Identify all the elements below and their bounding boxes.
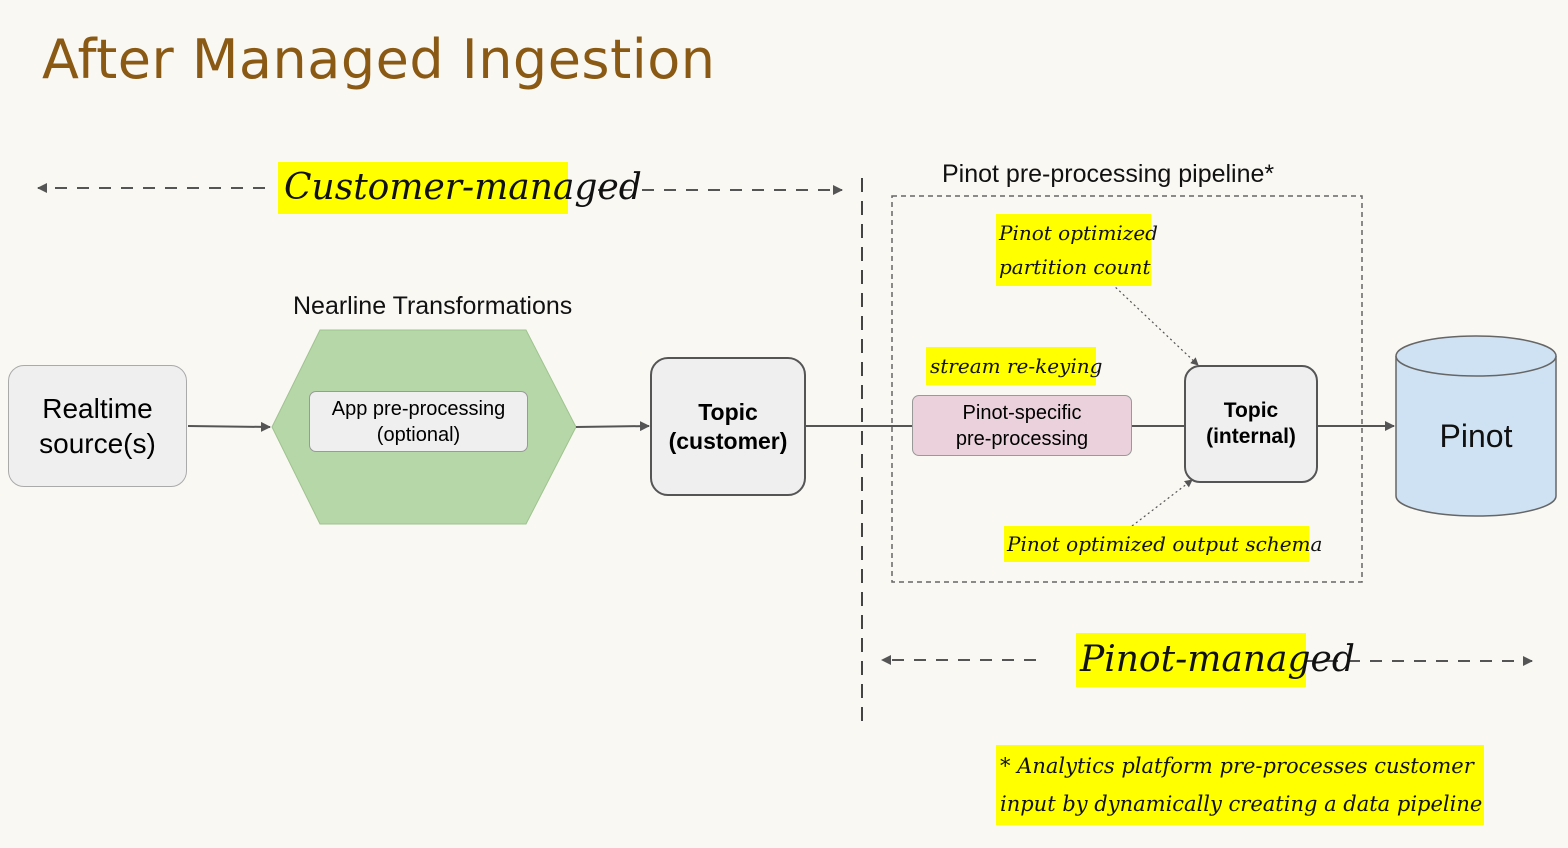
realtime-source-node: Realtime source(s)	[8, 365, 187, 487]
arrow-nearline-to-topic	[575, 421, 650, 432]
arrow-source-to-nearline	[187, 421, 271, 432]
partition-note-line1: Pinot optimized	[999, 221, 1158, 245]
app-preprocessing-box: App pre-processing (optional)	[309, 391, 528, 452]
partition-note-arrow	[1111, 283, 1199, 366]
topic-internal-node: Topic (internal)	[1184, 365, 1318, 483]
app-preprocessing-line2: (optional)	[376, 423, 461, 446]
app-preprocessing-line1: App pre-processing	[331, 397, 506, 420]
footnote-line2: input by dynamically creating a data pip…	[1000, 792, 1483, 816]
pinot-managed-label: Pinot-managed	[1076, 633, 1355, 687]
footnote-line1: * Analytics platform pre-processes custo…	[1000, 754, 1474, 778]
pinot-label: Pinot	[1439, 418, 1513, 454]
footnote: * Analytics platform pre-processes custo…	[996, 745, 1484, 825]
stream-rekeying-note: stream re-keying	[926, 347, 1102, 385]
pinot-cylinder	[1395, 335, 1557, 517]
realtime-source-line2: source(s)	[39, 428, 156, 459]
topic-customer-line2: (customer)	[668, 427, 788, 454]
partition-note-line2: partition count	[999, 255, 1151, 279]
pinot-specific-line2: pre-processing	[955, 427, 1089, 450]
pipeline-label: Pinot pre-processing pipeline*	[942, 160, 1275, 188]
customer-managed-label: Customer-managed	[278, 162, 642, 214]
topic-internal-line1: Topic	[1223, 398, 1279, 422]
realtime-source-line1: Realtime	[42, 393, 153, 424]
schema-note-arrow	[1131, 479, 1193, 527]
partition-count-note: Pinot optimized partition count	[996, 214, 1158, 286]
pinot-specific-box: Pinot-specific pre-processing	[912, 395, 1132, 456]
page-title: After Managed Ingestion	[42, 28, 716, 91]
output-schema-note: Pinot optimized output schema	[1004, 526, 1322, 562]
pipeline-container	[891, 195, 1363, 583]
nearline-label: Nearline Transformations	[293, 292, 573, 320]
topic-customer-node: Topic (customer)	[650, 357, 806, 496]
topic-internal-line2: (internal)	[1206, 425, 1296, 448]
pinot-specific-line1: Pinot-specific	[962, 401, 1082, 424]
topic-customer-line1: Topic	[698, 398, 758, 425]
